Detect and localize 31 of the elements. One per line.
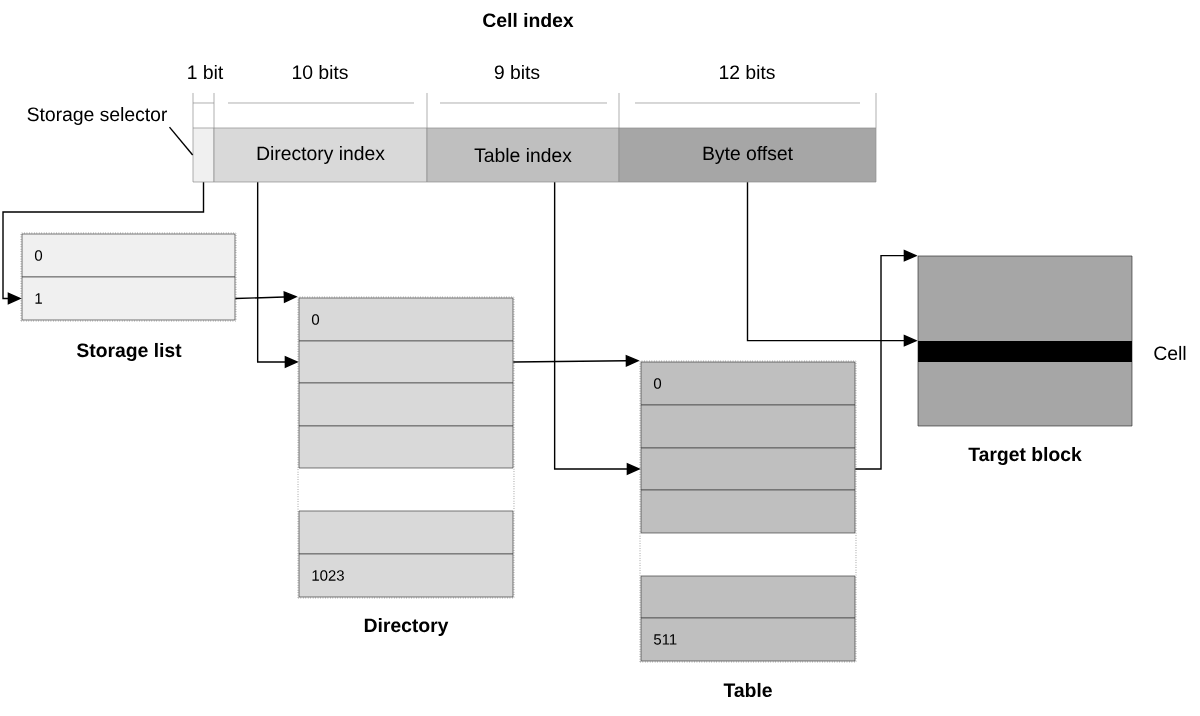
table-caption: Storage list <box>76 342 182 362</box>
bit-width-label: 9 bits <box>494 64 540 80</box>
table-row: 0 <box>298 297 514 342</box>
table-caption: Directory <box>364 618 449 636</box>
table-row <box>298 425 514 469</box>
table-row: 511 <box>640 617 856 662</box>
bit-field: Table index <box>426 127 620 183</box>
bit-field <box>192 127 215 183</box>
arrow <box>2 181 205 305</box>
table-row <box>298 340 514 384</box>
table-row <box>298 510 514 555</box>
bit-width-label: 10 bits <box>293 64 348 80</box>
table-row <box>640 575 856 619</box>
table-row <box>298 382 514 427</box>
table-row <box>640 489 856 534</box>
table-row: 0 <box>640 361 856 406</box>
block-caption: Target block <box>968 446 1082 466</box>
table-row <box>640 404 856 449</box>
callout-text: Storage selector <box>27 107 167 125</box>
table-row: 1 <box>21 276 236 321</box>
leader-line <box>168 126 194 156</box>
diagram-title: Cell index <box>483 12 574 28</box>
bit-field: Directory index <box>213 127 428 183</box>
table-row: 1023 <box>298 553 514 598</box>
cell-label: Cell <box>1154 345 1186 361</box>
bit-width-label: 12 bits <box>720 64 775 80</box>
bit-field: Byte offset <box>618 127 877 183</box>
table-caption: Table <box>723 682 772 698</box>
bit-width-label: 1 bit <box>188 64 224 80</box>
table-row <box>640 447 856 491</box>
table-row: 0 <box>21 233 236 278</box>
